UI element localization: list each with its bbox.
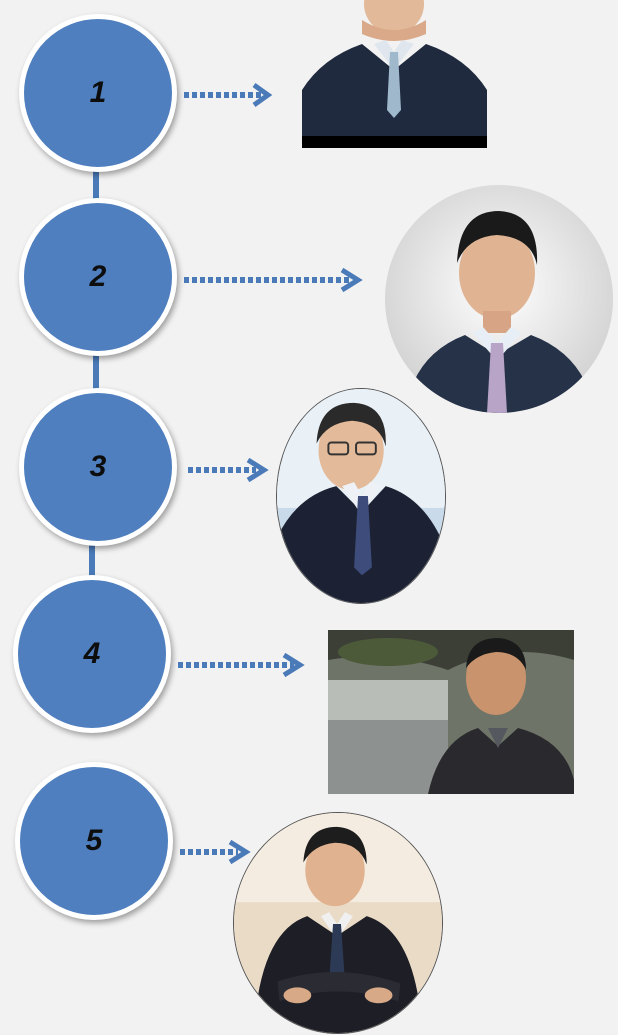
step-number: 1: [89, 76, 107, 109]
portrait-photo-3: [276, 388, 446, 604]
connector-1-2: [93, 170, 99, 200]
connector-3-4: [89, 545, 95, 580]
person-portrait-icon: [328, 630, 574, 794]
dotted-arrow-icon: [184, 82, 273, 108]
step-node-4: 4: [13, 575, 171, 733]
step-number: 4: [83, 637, 101, 670]
person-portrait-icon: [385, 185, 613, 413]
connector-2-3: [93, 355, 99, 390]
person-portrait-icon: [234, 813, 442, 1033]
person-portrait-icon: [302, 0, 487, 148]
step-node-1: 1: [19, 14, 177, 172]
step-number: 3: [89, 450, 107, 483]
portrait-photo-4: [328, 630, 574, 794]
portrait-photo-5: [233, 812, 443, 1034]
step-node-5: 5: [15, 762, 173, 920]
step-number: 5: [85, 824, 103, 857]
dotted-arrow-icon: [188, 457, 269, 483]
dotted-arrow-icon: [178, 652, 305, 678]
portrait-photo-1: [302, 0, 487, 148]
person-portrait-icon: [277, 389, 445, 603]
dotted-arrow-icon: [184, 267, 363, 293]
step-node-3: 3: [19, 388, 177, 546]
dotted-arrow-icon: [180, 839, 251, 865]
step-node-2: 2: [19, 198, 177, 356]
portrait-photo-2: [385, 185, 613, 413]
step-number: 2: [89, 260, 107, 293]
